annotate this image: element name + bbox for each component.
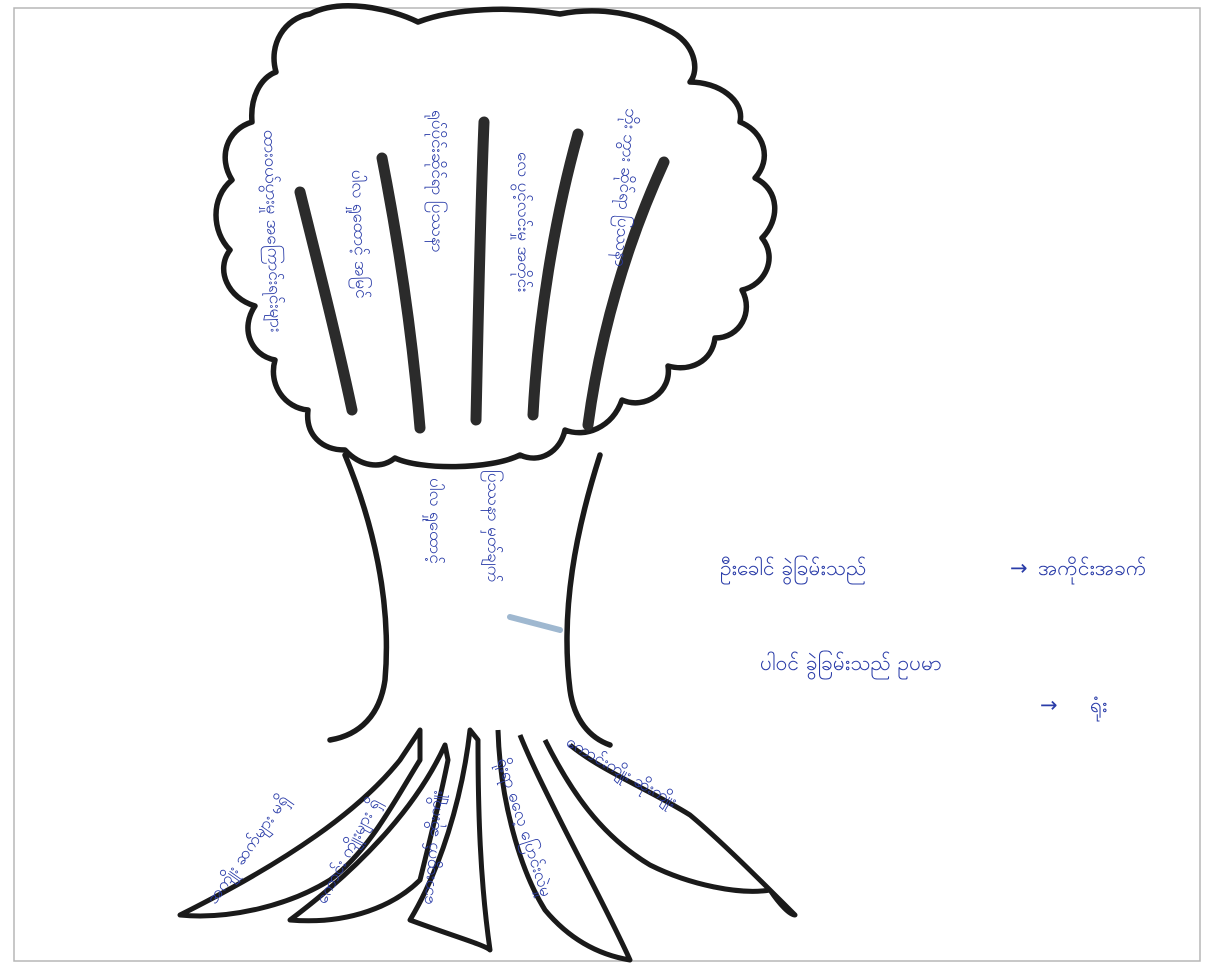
branch-line-3 — [476, 122, 484, 420]
legend-1-target: အကိုင်းအခက် — [1038, 555, 1146, 585]
trunk-line-1: ပြဿနာ မှတ်ချက် — [480, 470, 505, 582]
branch-line-1 — [300, 192, 352, 410]
root-label-4: ရိုးရာ ဓလေ့ ပြောင်းလဲမှု — [489, 755, 558, 901]
tree-outline — [216, 6, 775, 467]
legend-2-arrow: → — [1040, 693, 1058, 717]
branch-line-2 — [382, 158, 420, 428]
legend-1-label: ဦးခေါင် ခွဲခြမ်းသည် — [720, 554, 866, 586]
crown-label-4: လေ ပွင့်လင်းမှု အတိုင်း — [510, 152, 533, 292]
crown-label-2: ပါလ ရှုထောင့် အမြင် — [344, 169, 373, 299]
root-label-1: အကျိုး ဆက်များ မရှိ — [203, 791, 296, 910]
page-frame — [14, 8, 1200, 961]
root-labels: အကျိုး ဆက်များ မရှိ ကောင်း ကျိုးများ ရှိ… — [203, 732, 681, 910]
trunk-left-edge — [330, 455, 386, 740]
crown-label-3: ရုပ်ပိုင်းဆိုင်ရာ ပြဿနာ — [424, 110, 449, 253]
legend: ဦးခေါင် ခွဲခြမ်းသည် → အကိုင်းအခက် ပါဝင် … — [720, 554, 1146, 722]
crown-labels: ထားဝယ်ပွားမှု အကြောင်းရင်းများ ပါလ ရှုထေ… — [256, 107, 643, 332]
trunk-line-2: ပါလ ရှုထောင့် — [422, 478, 446, 564]
legend-1-arrow: → — [1010, 556, 1028, 580]
trunk-highlight-mark — [510, 617, 560, 630]
trunk-right-edge — [567, 455, 610, 745]
legend-2-target: ရုံး — [1090, 693, 1107, 722]
crown-label-1: ထားဝယ်ပွားမှု အကြောင်းရင်းများ — [256, 129, 288, 332]
branch-line-4 — [533, 134, 578, 415]
trunk-labels: ပြဿနာ မှတ်ချက် ပါလ ရှုထောင့် — [422, 470, 505, 582]
legend-2-label: ပါဝင် ခွဲခြမ်းသည် ဥပမာ — [760, 649, 942, 681]
root-outline-5 — [545, 740, 795, 915]
crown-label-5: ဘိုး ဘွား ဆိုင်ရာ ပြဿနာ — [607, 107, 643, 267]
